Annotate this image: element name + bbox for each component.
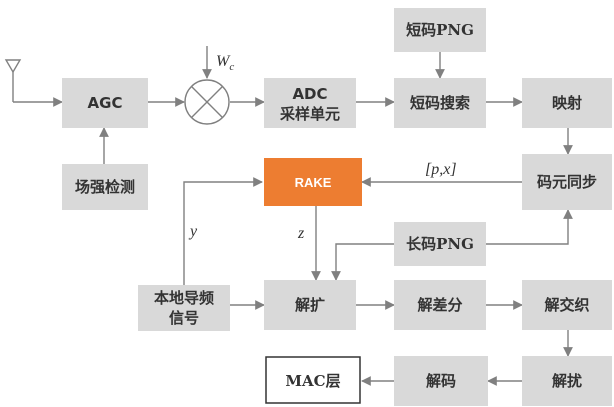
despread-block: 解扩: [264, 280, 356, 330]
deinterleave-block: 解交织: [522, 280, 612, 330]
wc-label: Wc: [216, 53, 234, 73]
wc-label-main: W: [216, 53, 231, 70]
adc-label-line2: 采样单元: [279, 105, 340, 123]
deinterleave-label: 解交织: [544, 296, 589, 314]
descramble-label: 解扰: [552, 372, 582, 390]
adc-label-line1: ADC: [292, 85, 327, 103]
px-label: [p,x]: [425, 161, 457, 178]
local-pilot-label-line1: 本地导频: [154, 289, 214, 307]
chip-sync-label: 码元同步: [537, 173, 597, 191]
adc-block: ADC 采样单元: [264, 78, 356, 128]
mapping-label: 映射: [552, 94, 582, 112]
mac-layer-label: MAC层: [285, 372, 340, 390]
field-detect-label: 场强检测: [75, 178, 135, 196]
short-png-block: 短码PNG: [394, 8, 486, 52]
pilot-to-rake-line: [183, 177, 263, 285]
agc-label: AGC: [88, 94, 123, 112]
descramble-block: 解扰: [522, 356, 612, 406]
connectors: [13, 46, 573, 386]
wc-label-sub: c: [229, 61, 234, 73]
despread-label: 解扩: [295, 296, 325, 314]
chip-sync-block: 码元同步: [522, 154, 612, 210]
local-pilot-block: 本地导频 信号: [138, 285, 230, 331]
long-png-label: 长码PNG: [406, 235, 474, 253]
local-pilot-label-line2: 信号: [169, 309, 199, 327]
rake-block: RAKE: [264, 158, 362, 206]
short-png-label: 短码PNG: [406, 21, 474, 39]
field-detect-block: 场强检测: [62, 164, 148, 210]
agc-block: AGC: [62, 78, 148, 128]
decode-block: 解码: [394, 356, 488, 406]
mapping-block: 映射: [522, 78, 612, 128]
long-png-to-despread-line: [331, 243, 394, 281]
diff-decode-label: 解差分: [417, 296, 462, 314]
diff-decode-block: 解差分: [394, 280, 486, 330]
long-png-block: 长码PNG: [394, 222, 486, 266]
short-search-block: 短码搜索: [394, 78, 486, 128]
decode-label: 解码: [426, 372, 456, 390]
z-label: z: [297, 225, 305, 242]
mac-layer-block: MAC层: [265, 356, 361, 404]
mixer-icon: [184, 79, 230, 125]
y-label: y: [188, 223, 198, 240]
antenna-icon: [4, 59, 22, 102]
long-png-to-sync-line: [486, 209, 573, 245]
rake-label: RAKE: [295, 175, 332, 190]
short-search-label: 短码搜索: [410, 94, 470, 112]
